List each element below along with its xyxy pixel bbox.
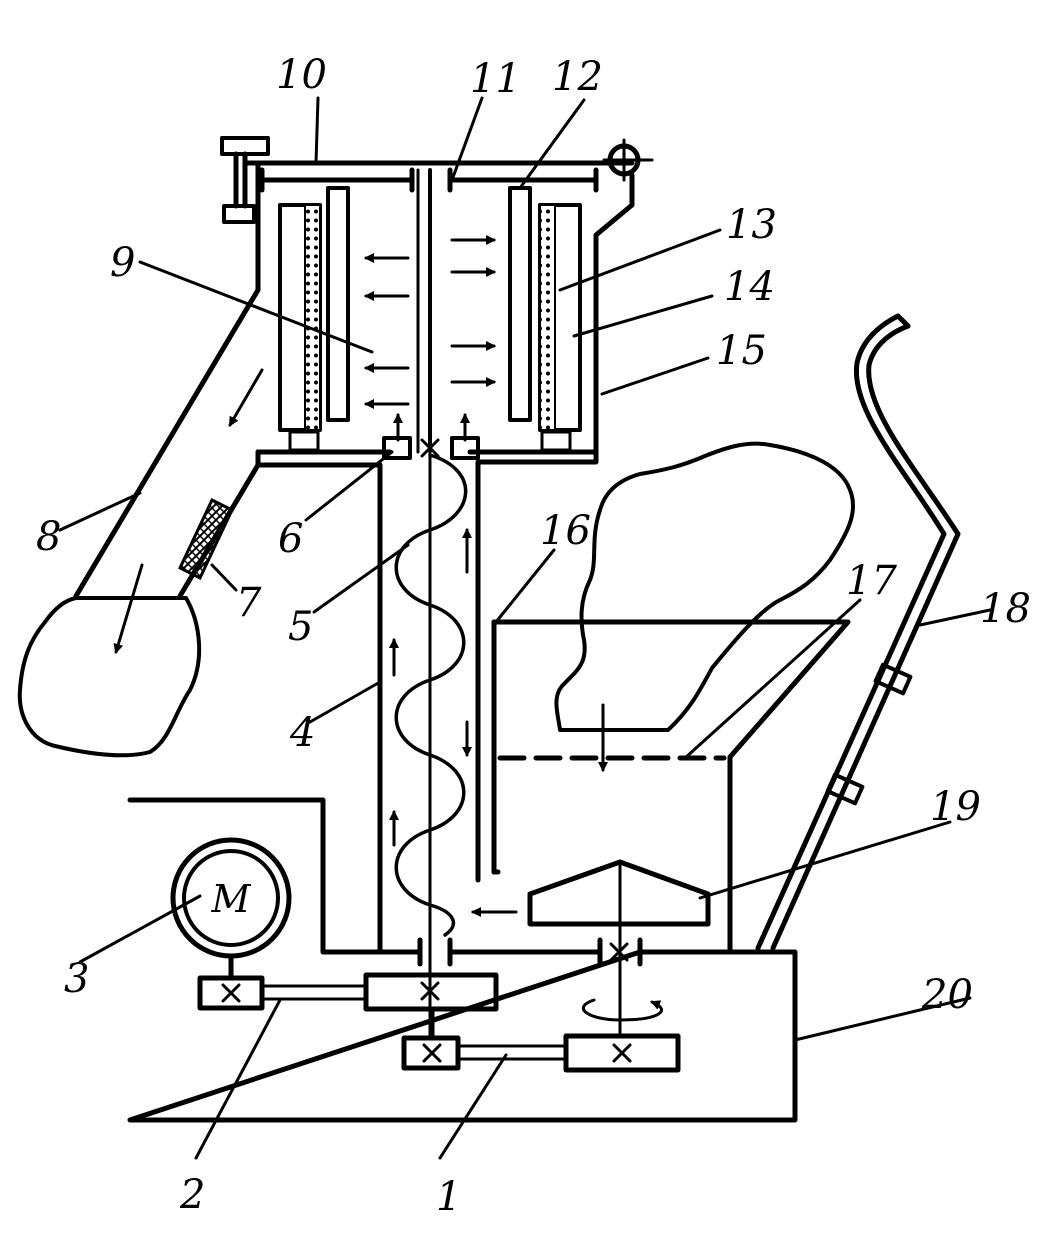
spinning-disc [527,859,711,1038]
auger-tube [377,462,481,955]
label-18: 18 [980,586,1031,632]
label-10: 10 [276,52,327,98]
label-15: 15 [716,328,767,374]
lid-hinge [602,138,654,182]
material-lump [554,441,856,732]
rotor-blade-right [508,186,532,422]
electrode-left [278,203,322,452]
label-8: 8 [36,514,61,560]
handle [755,313,961,951]
label-9: 9 [110,240,135,286]
belt-drive-2 [197,972,499,1012]
auger-spiral [394,453,468,937]
label-14: 14 [724,264,775,310]
label-16: 16 [540,508,591,554]
filter [178,497,234,581]
label-3: 3 [64,956,89,1002]
label-2: 2 [179,1172,205,1218]
collection-bag [17,596,202,758]
motor: M [170,837,292,981]
label-13: 13 [726,202,777,248]
label-5: 5 [288,604,313,650]
motor-symbol: M [211,877,252,921]
electrode-right [538,203,582,452]
label-7: 7 [236,580,262,626]
label-6: 6 [278,516,303,562]
leader-lines [58,96,992,1160]
lid-clamp [220,136,270,224]
belt-drive-1 [401,1006,681,1073]
label-17: 17 [846,558,897,604]
label-1: 1 [436,1174,461,1220]
label-11: 11 [470,56,521,102]
base-housing [127,797,798,1123]
label-12: 12 [552,54,603,100]
rotor-blade-left [326,186,350,422]
label-4: 4 [289,710,315,756]
label-20: 20 [921,972,973,1018]
label-19: 19 [930,784,981,830]
